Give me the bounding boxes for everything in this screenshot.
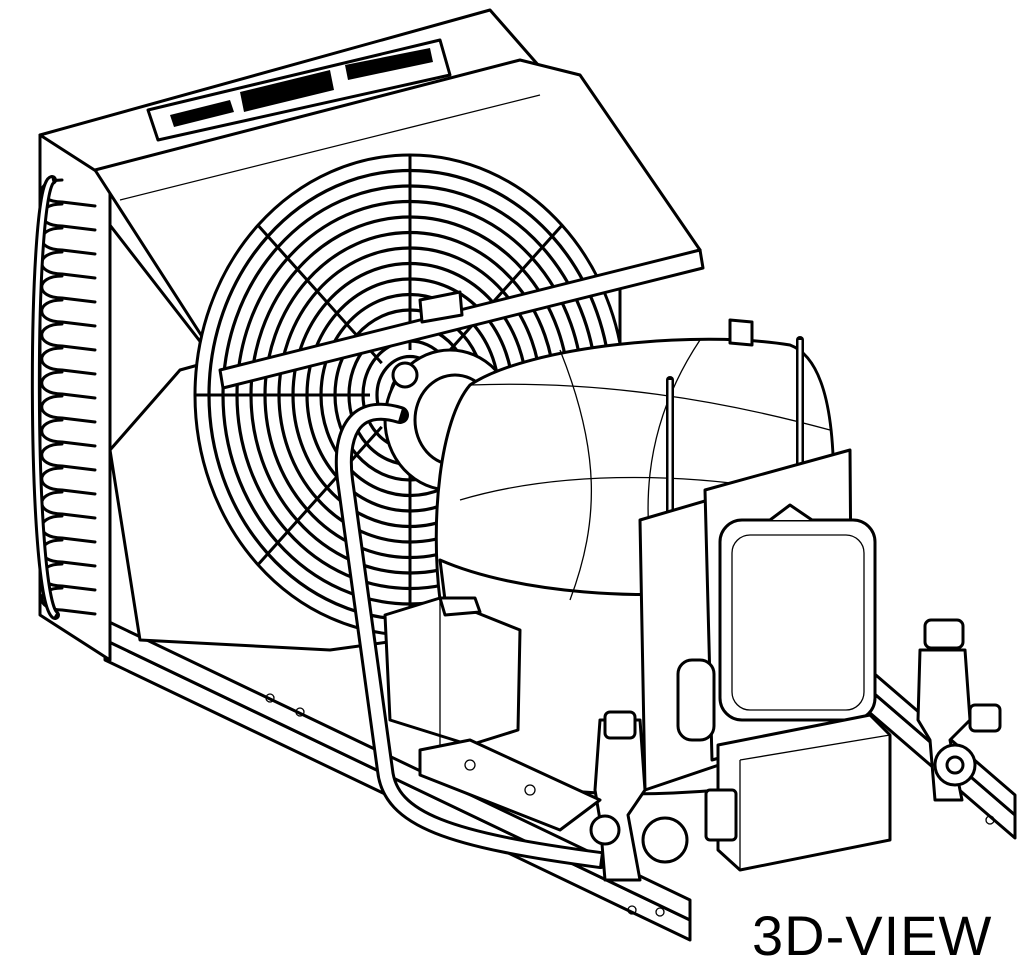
compressor-base xyxy=(418,738,602,832)
service-valve-right xyxy=(916,618,1002,802)
coil-hairpin xyxy=(40,586,97,616)
suction-tube xyxy=(334,402,609,869)
top-rail-bar xyxy=(218,248,705,390)
electric-cover-upper xyxy=(718,503,877,722)
coil-tube-inner xyxy=(33,178,57,617)
coil-hairpin xyxy=(40,298,97,328)
receiver xyxy=(676,658,716,742)
terminal-box xyxy=(383,596,522,747)
coil-hairpin xyxy=(40,394,97,424)
nameplate xyxy=(146,38,452,142)
coil-hairpin xyxy=(40,418,97,448)
coil-hairpin xyxy=(40,346,97,376)
condenser-coil xyxy=(30,175,97,620)
view-caption: 3D-VIEW xyxy=(752,904,993,967)
fan-guard-spoke xyxy=(437,224,564,365)
coil-hairpin xyxy=(40,322,97,352)
coil-hairpin xyxy=(40,370,97,400)
fan-guard-spoke xyxy=(256,425,383,566)
service-valve-left xyxy=(589,710,689,882)
coil-hairpin xyxy=(40,442,97,472)
electric-box-lower xyxy=(704,713,892,872)
